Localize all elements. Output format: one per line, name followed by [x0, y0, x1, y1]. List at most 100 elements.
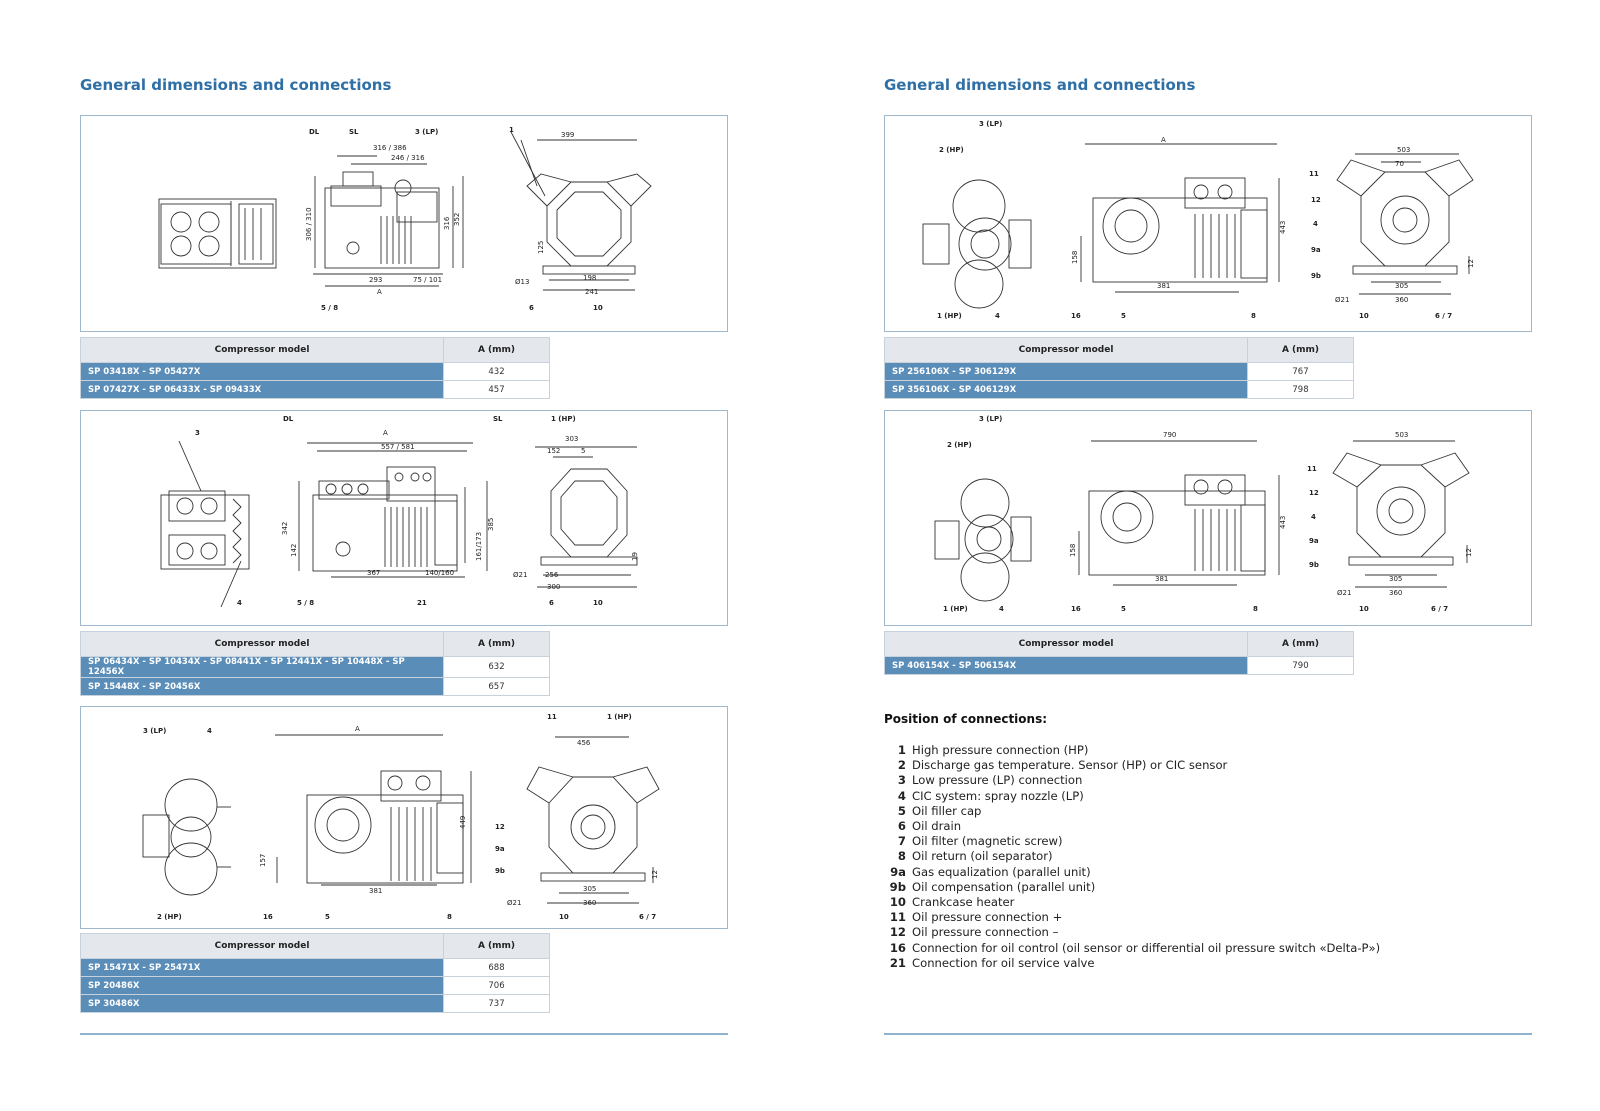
label: 5 — [325, 913, 330, 921]
dim: 256 — [545, 571, 559, 579]
label: 6 — [529, 304, 534, 312]
model-cell: SP 15448X - SP 20456X — [80, 677, 444, 696]
legend-number: 8 — [897, 849, 906, 864]
dim: 140/160 — [425, 569, 454, 577]
dim: 246 / 316 — [391, 154, 425, 162]
dim: 316 / 386 — [373, 144, 407, 152]
dim: 367 — [367, 569, 380, 577]
dim: 456 — [577, 739, 591, 747]
col-header-model: Compressor model — [884, 631, 1248, 657]
dim: Ø21 — [1337, 589, 1351, 597]
table-row: SP 30486X 737 — [80, 994, 550, 1013]
dim: A — [355, 725, 360, 733]
table-row: SP 356106X - SP 406129X 798 — [884, 380, 1354, 399]
label: 10 — [1359, 312, 1369, 320]
legend-text: CIC system: spray nozzle (LP) — [912, 788, 1084, 803]
model-cell: SP 356106X - SP 406129X — [884, 380, 1248, 399]
spec-table-1: Compressor model A (mm) SP 03418X - SP 0… — [80, 337, 550, 399]
dim: 19 — [631, 552, 639, 561]
col-header-model: Compressor model — [80, 933, 444, 959]
compressor-drawing-1: DL SL 3 (LP) 1 316 / 386 246 / 316 399 3… — [158, 126, 652, 312]
dim: 360 — [1395, 296, 1408, 304]
technical-drawing: 3 (LP) 2 (HP) A 503 70 11 12 4 9a 9b 443… — [884, 115, 1532, 332]
dim: 790 — [1163, 431, 1176, 439]
legend-number: 9b — [889, 879, 906, 894]
label: 8 — [1253, 605, 1258, 613]
a-cell: 790 — [1247, 656, 1354, 675]
table-row: SP 07427X - SP 06433X - SP 09433X 457 — [80, 380, 550, 399]
dim: 12 — [1467, 259, 1475, 268]
label: 12 — [495, 823, 505, 831]
col-header-model: Compressor model — [80, 337, 444, 363]
label: 5 / 8 — [321, 304, 338, 312]
label: 9a — [1311, 246, 1321, 254]
a-cell: 457 — [443, 380, 550, 399]
label: 4 — [1311, 513, 1316, 521]
table-row: SP 03418X - SP 05427X 432 — [80, 362, 550, 381]
dim: Ø13 — [515, 278, 529, 286]
legend-number: 1 — [897, 743, 906, 757]
legend-number: 2 — [897, 758, 906, 773]
legend-text: Oil filter (magnetic screw) — [912, 834, 1063, 849]
dim: 443 — [1279, 221, 1287, 234]
compressor-drawing-r1: 3 (LP) 2 (HP) A 503 70 11 12 4 9a 9b 443… — [922, 120, 1475, 320]
dim: 142 — [290, 544, 298, 557]
a-cell: 632 — [443, 656, 550, 678]
dim: 305 — [1395, 282, 1408, 290]
legend-text: High pressure connection (HP) — [912, 743, 1089, 757]
table-row: SP 406154X - SP 506154X 790 — [884, 656, 1354, 675]
legend-item: 1 High pressure connection (HP) — [884, 743, 1380, 758]
label-dl: DL — [283, 415, 294, 423]
model-cell: SP 406154X - SP 506154X — [884, 656, 1248, 675]
table-header-row: Compressor model A (mm) — [80, 933, 550, 959]
dim: 557 / 581 — [381, 443, 415, 451]
label-lp: 3 (LP) — [979, 120, 1002, 128]
compressor-drawing-3: 3 (LP) 4 A 11 1 (HP) 456 449 12 9a 9b 15… — [142, 713, 660, 921]
table-row: SP 06434X - SP 10434X - SP 08441X - SP 1… — [80, 656, 550, 678]
label-sl: SL — [493, 415, 503, 423]
legend-number: 16 — [889, 940, 906, 955]
dim: 152 — [547, 447, 560, 455]
a-cell: 737 — [443, 994, 550, 1013]
model-cell: SP 15471X - SP 25471X — [80, 958, 444, 977]
page-heading: General dimensions and connections — [884, 76, 1196, 94]
table-row: SP 20486X 706 — [80, 976, 550, 995]
a-cell: 688 — [443, 958, 550, 977]
label: 9a — [1309, 537, 1319, 545]
footer-divider — [80, 1033, 728, 1035]
table-header-row: Compressor model A (mm) — [80, 631, 550, 657]
technical-drawing: 3 (LP) 4 A 11 1 (HP) 456 449 12 9a 9b 15… — [80, 706, 728, 929]
legend-text: Low pressure (LP) connection — [912, 773, 1083, 788]
dim: 385 — [487, 518, 495, 531]
legend-number: 7 — [897, 834, 906, 849]
label: 4 — [237, 599, 242, 607]
dim: 198 — [583, 274, 596, 282]
label: 10 — [593, 599, 603, 607]
dim: 300 — [547, 583, 560, 591]
label: 21 — [417, 599, 427, 607]
legend-number: 3 — [897, 773, 906, 788]
dim: 306 / 310 — [305, 207, 313, 241]
legend-text: Connection for oil service valve — [912, 955, 1095, 970]
table-row: SP 15448X - SP 20456X 657 — [80, 677, 550, 696]
label: 10 — [593, 304, 603, 312]
label-lp: 3 (LP) — [979, 415, 1002, 423]
spec-table-r2: Compressor model A (mm) SP 406154X - SP … — [884, 631, 1354, 675]
dim: Ø21 — [1335, 296, 1349, 304]
label: 4 — [207, 727, 212, 735]
legend-number: 9a — [890, 864, 906, 879]
dim: 352 — [453, 213, 461, 226]
legend-text: Oil filler cap — [912, 803, 982, 818]
dim: 293 — [369, 276, 382, 284]
legend-item: 7 Oil filter (magnetic screw) — [884, 834, 1380, 849]
model-cell: SP 03418X - SP 05427X — [80, 362, 444, 381]
